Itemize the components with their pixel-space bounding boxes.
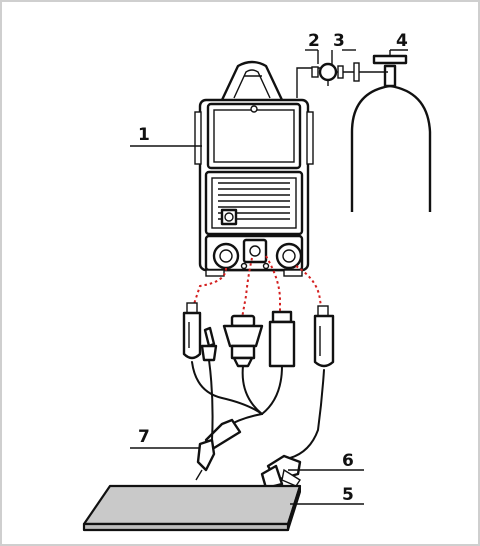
callout-5: 5 — [342, 485, 354, 505]
welding-machine-icon — [194, 60, 314, 277]
callout-3: 3 — [333, 31, 345, 51]
callout-leaders — [130, 49, 408, 505]
connector-plug-icon — [182, 302, 335, 368]
callout-labels: 1 2 3 4 5 6 7 — [138, 31, 408, 505]
welding-torch-icon — [195, 326, 242, 481]
gas-cylinder-icon — [350, 54, 432, 212]
callout-6: 6 — [342, 451, 354, 471]
connection-lines — [191, 255, 323, 319]
pressure-regulator-icon — [296, 62, 388, 98]
callout-4: 4 — [396, 31, 408, 51]
cable-lines — [191, 361, 325, 459]
workpiece-icon — [82, 484, 302, 532]
ground-clamp-icon — [260, 454, 302, 490]
callout-7: 7 — [138, 427, 150, 447]
callout-1: 1 — [138, 125, 150, 145]
callout-2: 2 — [308, 31, 320, 51]
